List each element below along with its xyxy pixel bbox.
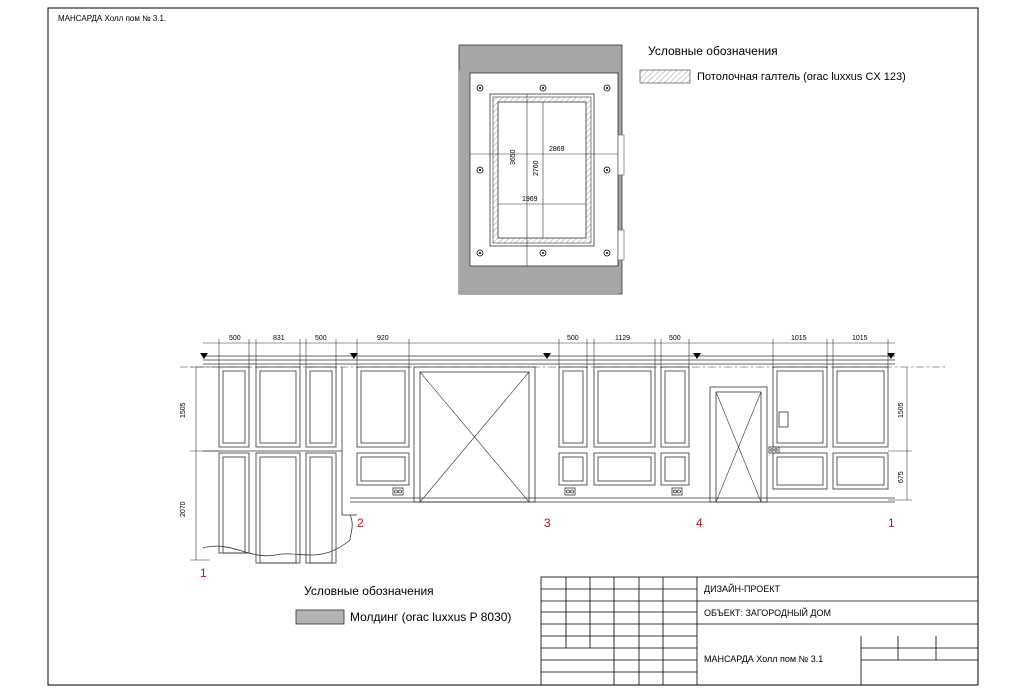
molding-legend-swatch <box>295 609 345 625</box>
wall-marker: 3 <box>544 516 551 530</box>
molding-legend-title: Условные обозначения <box>304 584 434 598</box>
ceiling-cornice-inner <box>497 101 587 239</box>
wall-marker: 4 <box>696 516 703 530</box>
dim-top: 500 <box>315 335 327 342</box>
title-project: ДИЗАЙН-ПРОЕКТ <box>704 584 780 594</box>
dim-ceiling-height-inner: 2760 <box>533 160 540 176</box>
level-marker-icon <box>200 353 895 359</box>
ceiling-legend-item: Потолочная галтель (orac luxxus CX 123) <box>697 71 906 83</box>
dim-top: 500 <box>669 335 681 342</box>
title-object: ОБЪЕКТ: ЗАГОРОДНЫЙ ДОМ <box>704 608 832 618</box>
title-sheet: МАНСАРДА Холл пом № 3.1 <box>704 654 824 664</box>
dim-ceiling-height-outer: 3650 <box>510 149 517 165</box>
ceiling-cornice-outer <box>489 93 595 247</box>
switch-icon <box>778 411 789 428</box>
dim-top: 1015 <box>791 335 807 342</box>
dim-upper: 1505 <box>180 402 187 418</box>
dim-top: 500 <box>567 335 579 342</box>
dim-top: 1015 <box>852 335 868 342</box>
socket-icon <box>392 487 404 496</box>
dim-top: 920 <box>377 335 389 342</box>
title-block <box>540 576 979 686</box>
wall-marker: 1 <box>888 516 895 530</box>
ceiling-legend-title: Условные обозначения <box>648 44 778 58</box>
ceiling-plan <box>458 44 691 295</box>
single-door <box>709 386 768 503</box>
molding-legend-item: Молдинг (orac luxxus P 8030) <box>350 610 512 624</box>
dim-ceiling-width-inner: 1969 <box>522 196 538 203</box>
dim-top: 1129 <box>615 335 631 342</box>
dim-right-lower: 675 <box>898 471 905 483</box>
socket-icon <box>564 487 576 496</box>
dim-top: 500 <box>229 335 241 342</box>
wall-panels-segment-4 <box>700 366 895 503</box>
socket-icon <box>768 446 780 454</box>
dim-right-upper: 1505 <box>898 402 905 418</box>
double-door <box>413 366 536 503</box>
wall-marker: 2 <box>357 516 364 530</box>
dim-lower: 2070 <box>180 501 187 517</box>
dim-top: 831 <box>273 335 285 342</box>
cornice-legend-swatch <box>639 69 691 84</box>
wall-elevation <box>180 339 945 564</box>
socket-icon <box>671 487 683 496</box>
wall-panels-segment-1 <box>202 366 357 564</box>
wall-panels-segment-2 <box>350 366 545 503</box>
wall-panels-segment-3 <box>545 366 700 503</box>
sheet-frame <box>47 7 979 686</box>
sheet-title: МАНСАРДА Холл пом № 3.1. <box>58 14 167 23</box>
dim-ceiling-width-outer: 2869 <box>549 146 565 153</box>
wall-marker: 1 <box>200 566 207 580</box>
